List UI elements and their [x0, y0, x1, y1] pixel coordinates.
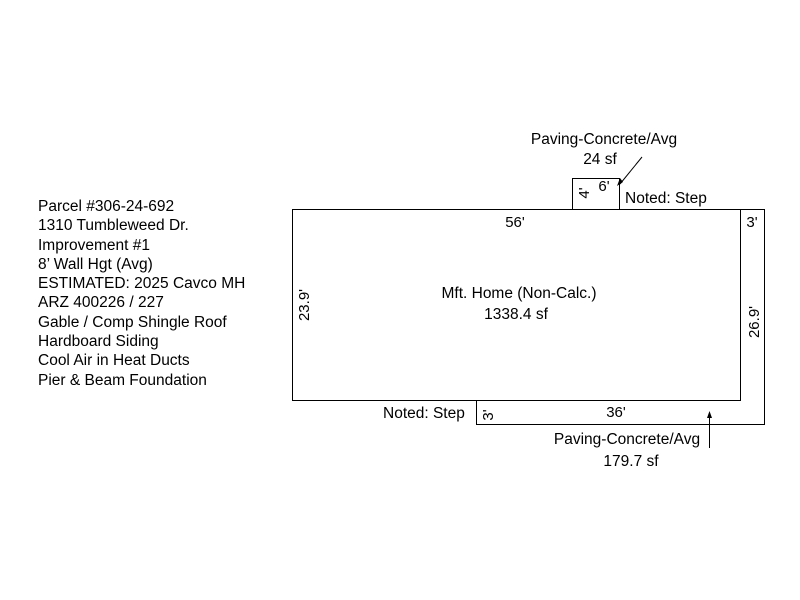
top-paving-depth-dimension: 4': [576, 187, 593, 198]
wall-height: 8’ Wall Hgt (Avg): [38, 255, 153, 273]
bottom-paving-name-label: Paving-Concrete/Avg: [554, 431, 700, 448]
bottom-paving-pointer-arrow: [707, 411, 712, 418]
bottom-step-note: Noted: Step: [383, 405, 465, 422]
top-paving-pointer-arrow: [617, 178, 623, 186]
arz-number: ARZ 400226 / 227: [38, 294, 164, 312]
hvac-type: Cool Air in Heat Ducts: [38, 352, 190, 370]
roof-type: Gable / Comp Shingle Roof: [38, 313, 227, 331]
home-name-label: Mft. Home (Non-Calc.): [441, 285, 596, 302]
estimated-model: ESTIMATED: 2025 Cavco MH: [38, 275, 246, 293]
top-paving-name-label: Paving-Concrete/Avg: [531, 131, 677, 148]
home-outline: [292, 209, 741, 401]
parcel-number: Parcel #306-24-692: [38, 198, 175, 215]
top-paving-width-dimension: 6': [598, 178, 609, 195]
improvement-number: Improvement #1: [38, 236, 150, 254]
right-paving-length-dimension: 26.9': [746, 306, 763, 338]
right-paving-width-dimension: 3': [746, 214, 757, 231]
top-paving-area-label: 24 sf: [583, 151, 617, 168]
bottom-paving-outline: [476, 209, 765, 425]
bottom-paving-bottom-dimension: 36': [606, 404, 626, 421]
home-left-dimension: 23.9': [296, 289, 313, 321]
home-top-dimension: 56': [505, 214, 525, 231]
bottom-paving-side-dimension: 3': [480, 409, 497, 420]
home-area-label: 1338.4 sf: [484, 306, 548, 323]
bottom-paving-area-label: 179.7 sf: [603, 453, 659, 470]
parcel-info-list: Parcel #306-24-692 1310 Tumbleweed Dr. I…: [38, 197, 245, 390]
top-step-note: Noted: Step: [625, 190, 707, 207]
foundation-type: Pier & Beam Foundation: [38, 371, 207, 389]
top-paving-outline: [572, 178, 620, 210]
siding-type: Hardboard Siding: [38, 333, 159, 351]
parcel-address: 1310 Tumbleweed Dr.: [38, 217, 189, 235]
top-paving-pointer: [619, 156, 643, 185]
